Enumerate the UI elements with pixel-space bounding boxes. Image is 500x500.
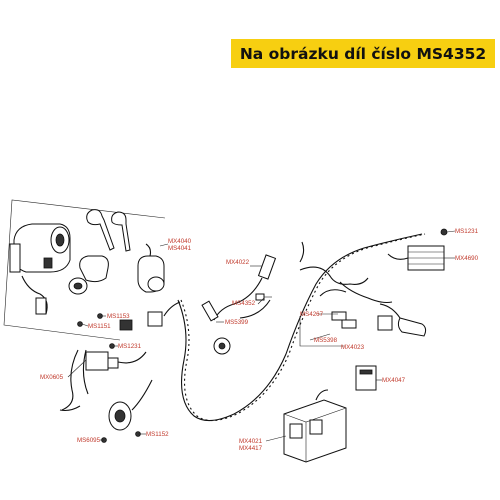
label-mx4040: MX4040	[168, 238, 192, 245]
label-ms1231-top: MS1231	[455, 228, 479, 235]
label-ms4267: MS4267	[300, 311, 324, 318]
label-ms1153: MS1153	[107, 313, 130, 320]
label-mx4690: MX4690	[455, 255, 479, 262]
banner-text: Na obrázku díl číslo MS4352	[239, 44, 487, 63]
part-labels: MS1231 MX4690 MX4040 MS4041 MX4022 MS435…	[40, 228, 479, 452]
ignition-switch-group	[3, 199, 166, 341]
label-ms5398: MS5398	[314, 337, 338, 344]
left-connector-group	[59, 311, 163, 412]
label-mx4022: MX4022	[226, 259, 250, 266]
ht-lead-part	[201, 254, 277, 355]
screw-part-top	[440, 228, 448, 236]
flasher-relay-part	[355, 365, 377, 391]
label-mx4021: MX4021	[239, 438, 263, 445]
leader-lines	[67, 230, 456, 442]
label-ms6095: MS6095	[77, 437, 101, 444]
label-mx4417: MX4417	[239, 445, 263, 452]
label-mx0605: MX0605	[40, 374, 64, 381]
relay-parts-center	[331, 311, 393, 331]
regulator-part	[387, 245, 445, 271]
label-mx4047: MX4047	[382, 377, 406, 384]
label-ms1152: MS1152	[146, 431, 169, 438]
cdi-box-part	[283, 389, 347, 463]
label-ms5399: MS5399	[225, 319, 249, 326]
horn-part	[108, 379, 153, 431]
label-ms4041: MS4041	[168, 245, 192, 252]
label-mx4023: MX4023	[341, 344, 365, 351]
label-ms1231-mid: MS1231	[118, 343, 142, 350]
part-number-banner: Na obrázku díl číslo MS4352	[231, 39, 495, 68]
label-ms1151: MS1151	[88, 323, 111, 330]
main-wire-harness	[163, 233, 426, 422]
label-ms4352: MS4352	[232, 300, 256, 307]
coil-part	[379, 303, 427, 337]
small-screws	[77, 313, 141, 443]
bolt-part-ms4352	[255, 293, 272, 301]
